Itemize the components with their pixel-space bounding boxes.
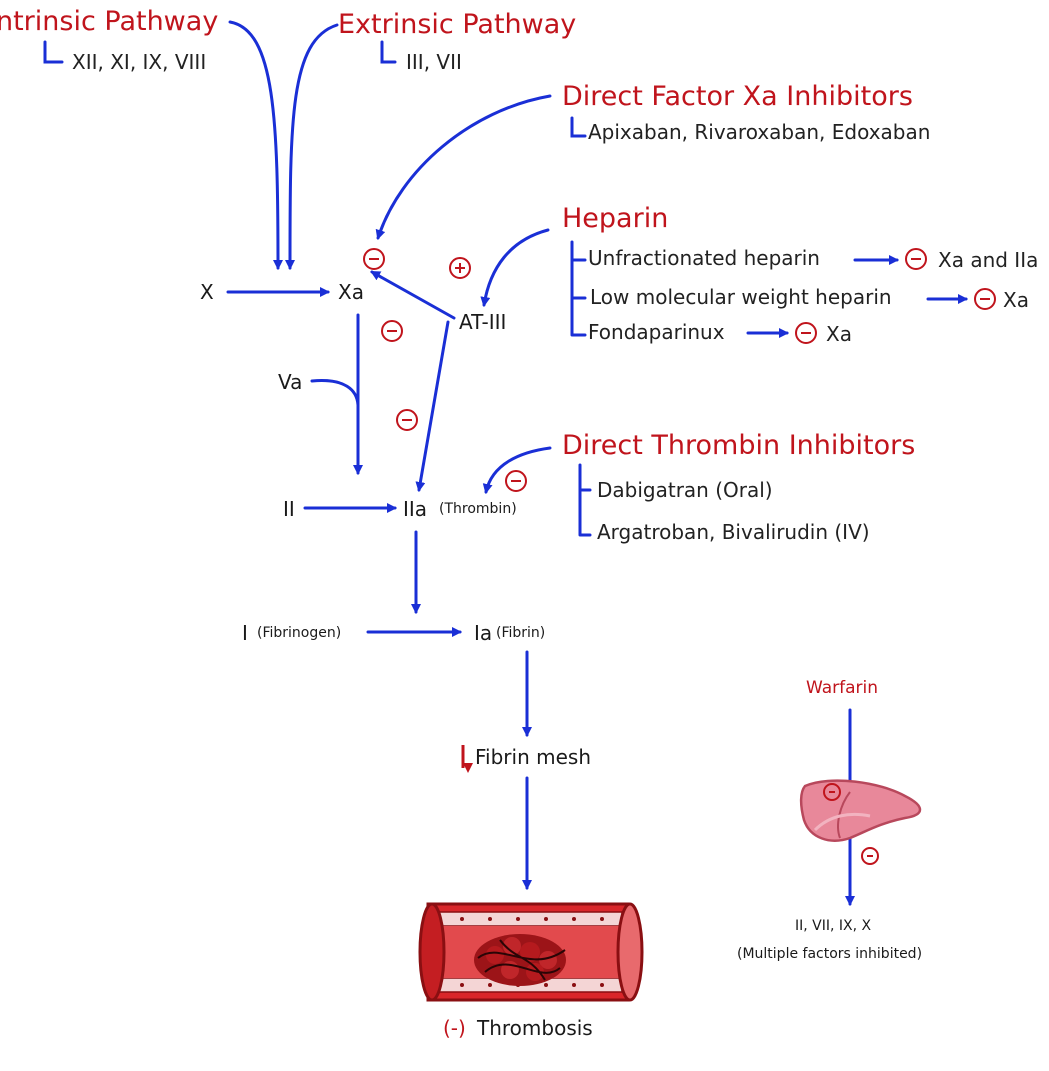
warfarin-note: (Multiple factors inhibited) <box>737 946 923 962</box>
intrinsic-factors: XII, XI, IX, VIII <box>72 50 207 74</box>
extrinsic-pathway-title: Extrinsic Pathway <box>338 9 577 40</box>
heparin-fonda-target: Xa <box>826 322 852 346</box>
heparin-bracket <box>570 240 587 337</box>
blood-vessel-icon <box>418 902 644 1002</box>
thrombin-inhibitors-title: Direct Thrombin Inhibitors <box>562 430 916 461</box>
thrombin-inhibitor-oral: Dabigatran (Oral) <box>597 478 773 502</box>
thrombin-label: (Thrombin) <box>439 501 517 517</box>
thrombosis-label: Thrombosis <box>477 1016 593 1040</box>
factor-x-label: X <box>200 280 214 304</box>
factor-iia-label: IIa <box>403 497 428 521</box>
intrinsic-arrow <box>228 20 283 270</box>
liver-inhibition-icon <box>823 783 841 801</box>
at3-iia-inhibition-icon <box>396 409 418 431</box>
intrinsic-bracket <box>43 40 64 64</box>
factor-ia-label: Ia <box>474 621 493 645</box>
heparin-item-fondaparinux: Fondaparinux <box>588 320 725 344</box>
thrombin-inhibitor-bracket <box>578 463 592 537</box>
fonda-inhibition-icon <box>795 322 817 344</box>
lmwh-inhibition-icon <box>974 288 996 310</box>
factor-i-label: I <box>242 621 248 645</box>
extrinsic-arrow <box>285 23 339 270</box>
liver-icon <box>799 779 922 842</box>
heparin-lmwh-target: Xa <box>1003 288 1029 312</box>
factor-ii-label: II <box>283 497 295 521</box>
heparin-title: Heparin <box>562 203 669 234</box>
at3-label: AT-III <box>459 310 507 334</box>
ufh-inhibition-icon <box>905 248 927 270</box>
thrombin-inhibitor-iv: Argatroban, Bivalirudin (IV) <box>597 520 870 544</box>
heparin-ufh-target: Xa and IIa <box>938 248 1039 272</box>
xa-inhibitors-drugs: Apixaban, Rivaroxaban, Edoxaban <box>588 120 931 144</box>
thrombosis-sign: (-) <box>443 1016 466 1040</box>
xa-inhibitor-arrow <box>375 94 552 240</box>
extrinsic-factors: III, VII <box>406 50 462 74</box>
xa-inhibition-icon <box>363 248 385 270</box>
thrombin-inhibition-icon <box>505 470 527 492</box>
xa-inhibitors-title: Direct Factor Xa Inhibitors <box>562 81 913 112</box>
factor-xa-label: Xa <box>338 280 364 304</box>
heparin-item-ufh: Unfractionated heparin <box>588 246 820 270</box>
at3-to-iia-arrow <box>415 320 450 492</box>
heparin-arrow <box>480 228 550 307</box>
heparin-item-lmwh: Low molecular weight heparin <box>590 285 892 309</box>
xa-inhibitor-bracket <box>570 116 587 138</box>
fibrinogen-label: (Fibrinogen) <box>257 625 342 641</box>
va-arrow <box>310 379 360 407</box>
at3-xa-inhibition-icon <box>381 320 403 342</box>
extrinsic-bracket <box>380 40 397 64</box>
warfarin-factors: II, VII, IX, X <box>795 918 872 934</box>
clot-icon <box>474 934 566 986</box>
intrinsic-pathway-title: Intrinsic Pathway <box>0 6 219 37</box>
at3-to-xa-arrow <box>370 270 456 320</box>
factor-va-label: Va <box>278 370 303 394</box>
synthesis-inhibition-icon <box>861 847 879 865</box>
at3-activation-icon <box>449 257 471 279</box>
warfarin-title: Warfarin <box>806 678 879 698</box>
fibrin-mesh-label: Fibrin mesh <box>475 745 591 769</box>
fibrin-label: (Fibrin) <box>496 625 546 641</box>
thrombin-inhibitor-arrow <box>482 446 552 494</box>
